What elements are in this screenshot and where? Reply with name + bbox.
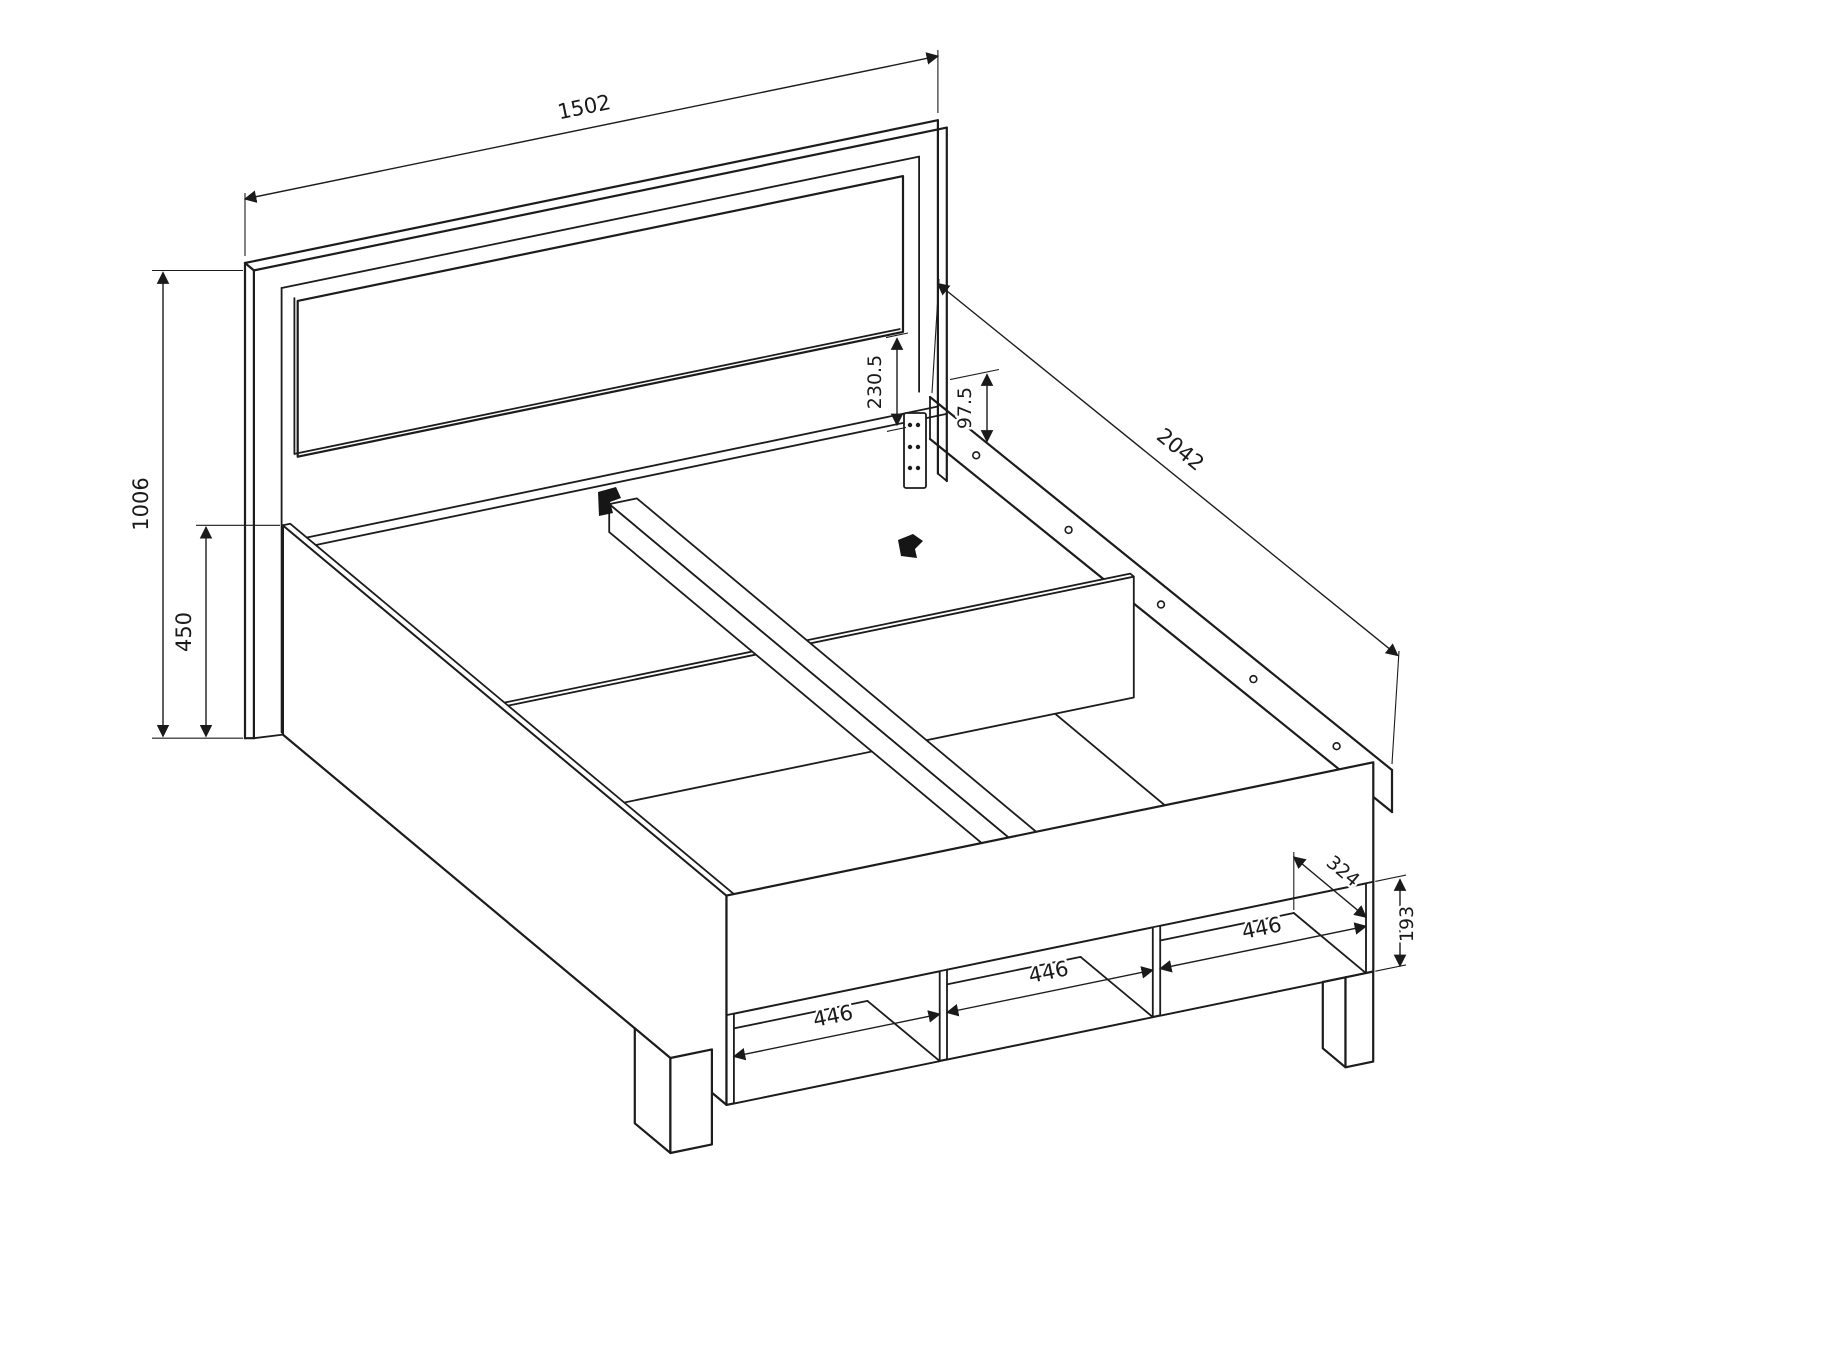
rail-screw-hole — [971, 451, 981, 460]
dim-headboard-width: 1502 — [243, 50, 940, 256]
dim-bed-length-label: 2042 — [1152, 423, 1209, 475]
front-right-leg — [1321, 970, 1375, 1069]
dim-rail-offset: 97.5 — [949, 368, 1000, 443]
rail-screw-hole — [1332, 741, 1341, 751]
rail-screw-hole — [1064, 525, 1073, 535]
near-side-panel — [253, 522, 735, 1106]
dim-cubby-height: 193 — [1375, 874, 1421, 972]
dim-panel-offset: 230.5 — [862, 332, 909, 432]
dim-base-height-label: 450 — [172, 612, 196, 652]
rail-screw-hole — [1249, 674, 1258, 684]
rail-screw-hole — [1156, 600, 1166, 609]
dim-headboard-height-label: 1006 — [129, 477, 153, 530]
dim-rail-offset-label: 97.5 — [954, 387, 976, 429]
dim-panel-offset-label: 230.5 — [864, 355, 886, 409]
beam-bracket — [598, 487, 621, 516]
headboard-panel — [293, 175, 905, 458]
dim-base-height: 450 — [170, 524, 280, 738]
dim-headboard-height: 1006 — [127, 269, 243, 739]
front-left-leg — [633, 1027, 713, 1155]
dim-cubby-height-label: 193 — [1396, 906, 1418, 942]
rail-clip-fitting — [898, 534, 923, 558]
mounting-bracket — [903, 412, 927, 489]
dim-headboard-width-label: 1502 — [555, 90, 612, 124]
